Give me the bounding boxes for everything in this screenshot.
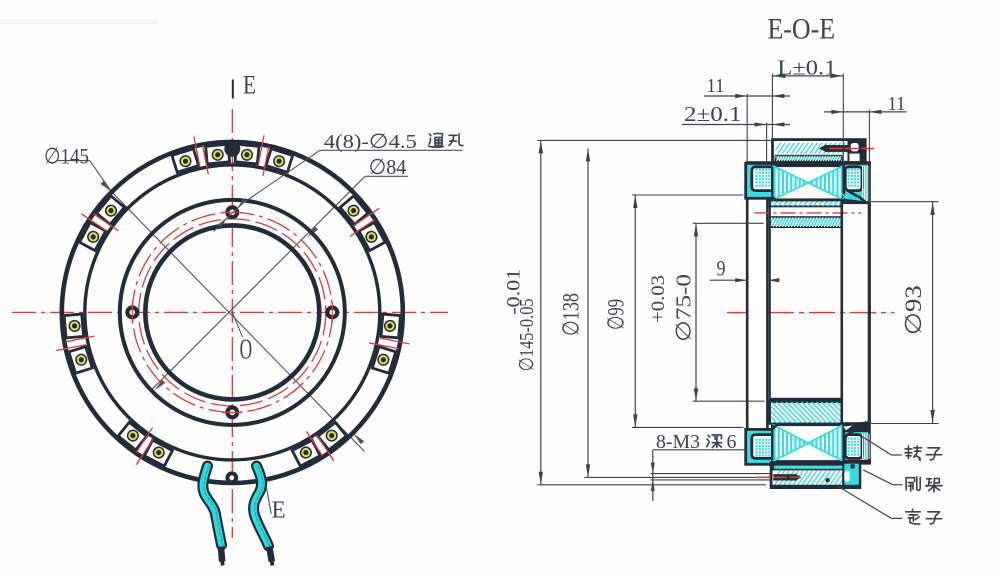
svg-text:11: 11 xyxy=(707,75,725,97)
svg-text:∅75-0: ∅75-0 xyxy=(672,274,696,342)
svg-text:∅138: ∅138 xyxy=(558,293,583,336)
svg-text:∅99: ∅99 xyxy=(604,299,629,330)
svg-text:E: E xyxy=(243,70,256,100)
svg-text:4(8)-∅4.5: 4(8)-∅4.5 xyxy=(324,131,417,153)
svg-text:8-M3: 8-M3 xyxy=(656,431,700,453)
svg-text:6: 6 xyxy=(727,431,737,453)
svg-text:O: O xyxy=(240,334,253,366)
svg-text:∅84: ∅84 xyxy=(369,155,407,179)
svg-text:∅145-0.05: ∅145-0.05 xyxy=(516,298,538,371)
svg-text:2±0.1: 2±0.1 xyxy=(684,102,742,126)
svg-text:11: 11 xyxy=(888,93,906,115)
svg-text:9: 9 xyxy=(717,256,726,281)
svg-text:-0.01: -0.01 xyxy=(505,269,525,315)
svg-text:E-O-E: E-O-E xyxy=(768,13,836,46)
svg-text:+0.03: +0.03 xyxy=(649,275,669,323)
svg-text:∅93: ∅93 xyxy=(901,285,926,335)
svg-text:E: E xyxy=(272,498,286,524)
svg-text:∅145: ∅145 xyxy=(44,144,89,169)
